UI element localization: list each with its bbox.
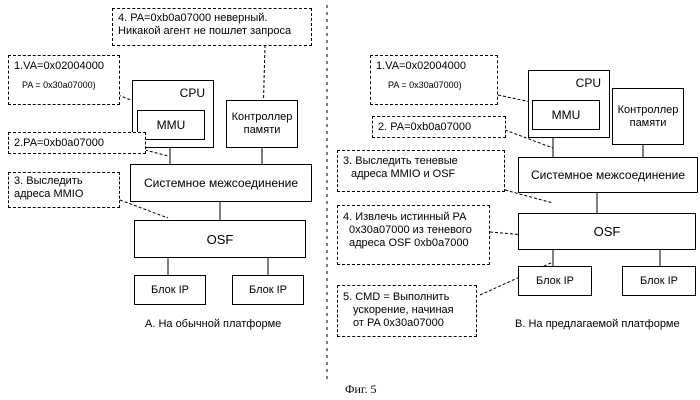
- interconnect-label-a: Системное межсоединение: [144, 176, 298, 190]
- memory-controller-label-a-1: Контроллер: [232, 111, 293, 124]
- ip-block-label-a-1: Блок IP: [151, 284, 189, 296]
- interconnect-box-a: Системное межсоединение: [130, 164, 312, 202]
- mmu-box-a: MMU: [137, 110, 205, 140]
- note-b-5: 5. CMD = Выполнить ускорение, начиная от…: [337, 285, 477, 337]
- ip-block-label-b-1: Блок IP: [536, 275, 574, 287]
- caption-a: А. На обычной платформе: [145, 318, 281, 330]
- memory-controller-box-a: Контроллер памяти: [226, 100, 298, 148]
- note-b-4-line-2: 0x30a07000 из теневого: [349, 224, 484, 237]
- note-b-4: 4. Извлечь истинный PA 0x30a07000 из тен…: [337, 205, 490, 265]
- memory-controller-label-b-1: Контроллер: [618, 104, 679, 117]
- mmu-label-b: MMU: [552, 108, 581, 122]
- mmu-box-b: MMU: [532, 100, 600, 130]
- memory-controller-label-a-2: памяти: [244, 124, 281, 137]
- note-b-3-line-1: 3. Выследить теневые: [343, 155, 499, 168]
- note-b-1: 1.VA=0x02004000 PA = 0x30a07000): [370, 55, 498, 105]
- note-a-2: 2.PA=0xb0a07000: [8, 132, 146, 154]
- note-a-1: 1.VA=0x02004000 PA = 0x30a07000): [8, 55, 120, 105]
- note-a-2-text: 2.PA=0xb0a07000: [14, 137, 140, 150]
- note-b-3: 3. Выследить теневые адреса MMIO и OSF: [337, 150, 505, 192]
- note-b-5-line-1: 5. CMD = Выполнить: [343, 291, 471, 304]
- osf-box-a: OSF: [134, 220, 306, 258]
- figure-label: Фиг. 5: [345, 382, 376, 397]
- ip-block-a-1: Блок IP: [134, 275, 206, 305]
- note-b-3-line-2: адреса MMIO и OSF: [351, 168, 499, 181]
- osf-box-b: OSF: [518, 213, 696, 250]
- note-a-3-line-2: адреса MMIO: [14, 188, 114, 201]
- ip-block-label-b-2: Блок IP: [640, 275, 678, 287]
- note-b-2-text: 2. PA=0xb0a07000: [378, 121, 500, 134]
- ip-block-b-2: Блок IP: [622, 266, 696, 296]
- mmu-label-a: MMU: [157, 118, 186, 132]
- ip-block-label-a-2: Блок IP: [249, 284, 287, 296]
- ip-block-b-1: Блок IP: [518, 266, 592, 296]
- note-a-3-line-1: 3. Выследить: [14, 175, 114, 188]
- osf-label-b: OSF: [594, 224, 621, 239]
- note-a-3: 3. Выследить адреса MMIO: [8, 172, 120, 208]
- note-b-4-line-3: адреса OSF 0xb0a7000: [349, 237, 484, 250]
- note-b-5-line-2: ускорение, начиная: [353, 304, 471, 317]
- interconnect-label-b: Системное межсоединение: [531, 168, 685, 182]
- note-a-1-line-2: PA = 0x30a07000): [22, 79, 114, 92]
- osf-label-a: OSF: [207, 232, 234, 247]
- ip-block-a-2: Блок IP: [232, 275, 304, 305]
- note-b-1-line-1: 1.VA=0x02004000: [376, 60, 492, 73]
- note-a-4: 4. PA=0xb0a07000 неверный. Никакой агент…: [112, 8, 312, 46]
- note-a-4-line-1: 4. PA=0xb0a07000 неверный.: [118, 12, 306, 25]
- note-b-1-line-2: PA = 0x30a07000): [388, 79, 492, 92]
- memory-controller-box-b: Контроллер памяти: [612, 88, 684, 145]
- interconnect-box-b: Системное межсоединение: [518, 157, 698, 193]
- memory-controller-label-b-2: памяти: [630, 117, 667, 130]
- note-a-4-line-2: Никакой агент не пошлет запроса: [118, 25, 306, 38]
- cpu-label-a: CPU: [133, 86, 213, 100]
- caption-b: В. На предлагаемой платформе: [515, 318, 680, 330]
- cpu-label-b: CPU: [529, 76, 609, 90]
- note-a-1-line-1: 1.VA=0x02004000: [14, 60, 114, 73]
- note-b-5-line-3: от PA 0x30a07000: [353, 317, 471, 330]
- note-b-2: 2. PA=0xb0a07000: [372, 116, 506, 138]
- note-b-4-line-1: 4. Извлечь истинный PA: [343, 211, 484, 224]
